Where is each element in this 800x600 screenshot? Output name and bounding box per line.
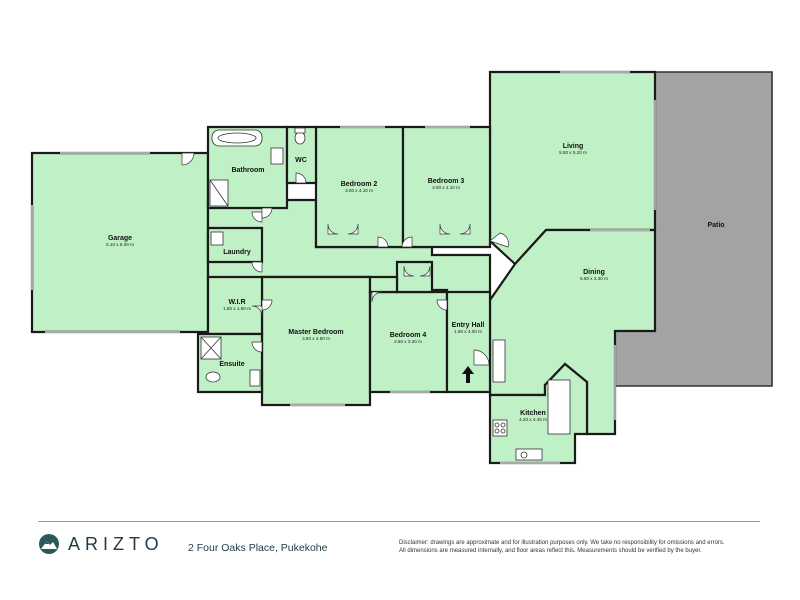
wc-toilet <box>294 131 306 145</box>
entry-arrow-icon <box>462 366 474 383</box>
wir-label: W.I.R <box>228 299 245 306</box>
entry-label: Entry Hall <box>452 322 485 329</box>
entry-hall-room <box>445 290 492 394</box>
laundry-tub <box>210 231 224 246</box>
wc-room <box>285 125 318 185</box>
ensuite-toilet <box>205 371 221 383</box>
dining-label: Dining <box>583 269 605 276</box>
ensuite-label: Ensuite <box>219 361 244 368</box>
windows <box>31 71 656 464</box>
bedroom3-dims: 3.00 x 4.10 m <box>432 185 460 190</box>
bedroom2-dims: 3.00 x 4.10 m <box>345 188 373 193</box>
vanity <box>270 147 284 165</box>
bedroom4-dims: 2.60 x 3.20 m <box>394 339 422 344</box>
garage-label: Garage <box>108 235 132 242</box>
bedroom2-door[interactable] <box>377 236 389 248</box>
hall-cupboard <box>395 260 434 294</box>
kitchen-dims: 4.20 x 4.40 m <box>519 417 547 422</box>
ensuite-vanity <box>249 369 261 387</box>
kitchen-sink <box>515 448 543 461</box>
disclaimer-line-1: Disclaimer: drawings are approximate and… <box>399 540 725 546</box>
master-label: Master Bedroom <box>288 329 343 336</box>
bathroom-door[interactable] <box>261 207 273 219</box>
living-label: Living <box>563 143 584 150</box>
master-bedroom-room <box>260 275 372 407</box>
garage-dims: 6.10 x 6.00 m <box>106 242 134 247</box>
bedroom2-wardrobe[interactable] <box>327 223 359 235</box>
wir-dims: 1.80 x 1.60 m <box>223 306 251 311</box>
kitchen-label: Kitchen <box>520 410 546 417</box>
bedroom2-label: Bedroom 2 <box>341 181 378 188</box>
laundry-door[interactable] <box>251 211 263 223</box>
bedroom4-label: Bedroom 4 <box>390 332 427 339</box>
store-cupboard <box>368 275 399 294</box>
kitchen-hob <box>492 419 508 437</box>
living-door[interactable] <box>489 232 509 248</box>
property-address: 2 Four Oaks Place, Pukekohe <box>188 542 328 554</box>
wc-cistern <box>294 127 306 134</box>
arizto-logo-icon <box>39 534 59 554</box>
entry-dims: 1.60 x 4.00 m <box>454 329 482 334</box>
dining-dims: 5.50 x 3.30 m <box>580 276 608 281</box>
bathroom-label: Bathroom <box>231 167 264 174</box>
kitchen-island <box>547 379 571 435</box>
bedroom3-label: Bedroom 3 <box>428 178 465 185</box>
fixtures <box>200 127 571 461</box>
master-dims: 3.60 x 4.50 m <box>302 336 330 341</box>
pantry-shelves <box>492 339 506 383</box>
living-dims: 5.50 x 5.20 m <box>559 150 587 155</box>
disclaimer: Disclaimer: drawings are approximate and… <box>399 539 760 555</box>
doors <box>181 152 509 366</box>
disclaimer-line-2: All dimensions are measured internally, … <box>399 548 702 554</box>
hall-cupboard-door[interactable] <box>403 265 431 277</box>
footer-divider <box>38 521 760 522</box>
brand-name: ARIZTO <box>68 533 164 554</box>
floor-plan: Garage 6.10 x 6.00 m Bathroom WC Laundry… <box>30 70 773 465</box>
wc-door[interactable] <box>295 172 307 184</box>
laundry-label: Laundry <box>223 249 251 256</box>
bathtub-basin <box>217 132 257 144</box>
brand-logo: ARIZTO <box>38 533 164 555</box>
hall-door[interactable] <box>251 261 263 273</box>
wir-door[interactable] <box>251 305 263 317</box>
patio-label: Patio <box>707 222 724 229</box>
store-door[interactable] <box>371 291 383 303</box>
ensuite-door[interactable] <box>251 341 263 353</box>
room-labels: Garage 6.10 x 6.00 m Bathroom WC Laundry… <box>106 143 724 422</box>
bedroom3-door[interactable] <box>401 236 413 248</box>
front-door[interactable] <box>473 349 490 366</box>
garage-door[interactable] <box>181 152 195 166</box>
bedroom3-wardrobe[interactable] <box>439 223 471 235</box>
bedroom4-door[interactable] <box>436 299 448 311</box>
wc-label: WC <box>295 157 307 164</box>
